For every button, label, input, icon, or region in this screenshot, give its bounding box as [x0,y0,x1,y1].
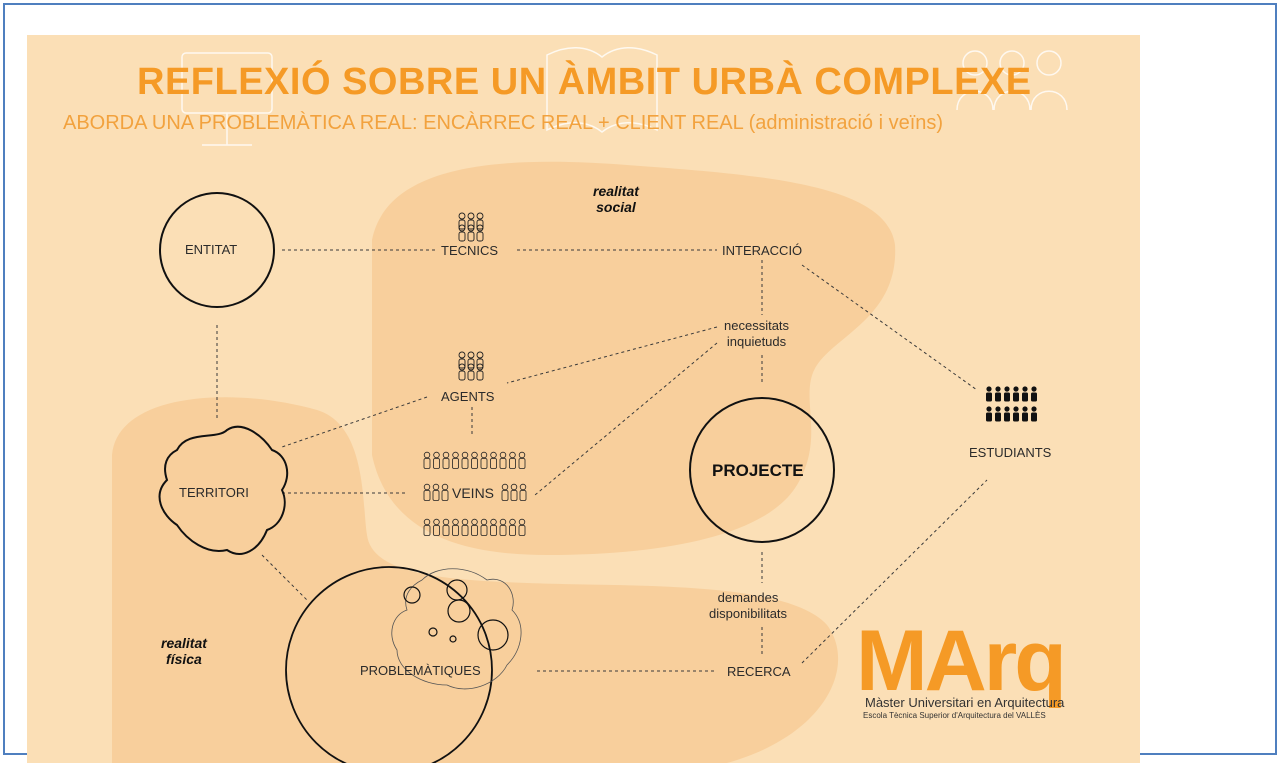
realitat-fisica-line1: realitat [161,635,207,651]
poster-title: REFLEXIÓ SOBRE UN ÀMBIT URBÀ COMPLEXE [137,61,1032,103]
realitat-social-line1: realitat [593,183,639,199]
demandes-line2: disponibilitats [709,606,788,621]
projecte-label: PROJECTE [712,461,804,480]
marq-logo: MArq [856,613,1067,709]
estudiants-people-icon [986,386,1037,422]
problematiques-circle [285,566,493,763]
veins-label: VEINS [452,485,495,501]
realitat-social-line2: social [596,199,636,215]
realitat-social-zone [372,161,896,555]
watermark-icons [181,47,1068,146]
tecnics-people-icon [458,212,484,242]
realitat-fisica-line2: física [166,651,202,667]
agents-people-icon [458,351,484,381]
recerca-label: RECERCA [727,664,791,679]
projecte-circle [689,397,835,543]
estudiants-label: ESTUDIANTS [969,445,1052,460]
entitat-circle [159,192,275,308]
logo-line2: Escola Tècnica Superior d'Arquitectura d… [863,711,1046,720]
necessitats-line2: inquietuds [726,334,787,349]
veins-crowd-icon [423,451,527,536]
problem-circles [403,579,509,651]
territori-blob [158,425,289,555]
problematiques-blob [391,568,522,690]
realitat-social-label: realitat social [593,183,639,215]
problematiques-label: PROBLEMÀTIQUES [360,663,481,678]
poster-frame: REFLEXIÓ SOBRE UN ÀMBIT URBÀ COMPLEXE AB… [3,3,1277,763]
entitat-label: ENTITAT [185,242,238,257]
agents-label: AGENTS [441,389,495,404]
demandes-line1: demandes [717,590,779,605]
necessitats-label: necessitats inquietuds [724,318,789,350]
poster: REFLEXIÓ SOBRE UN ÀMBIT URBÀ COMPLEXE AB… [27,35,1140,763]
demandes-label: demandes disponibilitats [709,590,787,622]
realitat-fisica-label: realitat física [161,635,207,667]
logo-line1: Màster Universitari en Arquitectura [865,695,1065,710]
diagram-canvas [112,47,1068,763]
necessitats-line1: necessitats [724,318,790,333]
poster-subtitle: ABORDA UNA PROBLEMÀTICA REAL: ENCÀRREC R… [63,112,944,134]
interaccio-label: INTERACCIÓ [722,243,803,258]
realitat-fisica-zone [112,397,839,763]
territori-label: TERRITORI [179,485,249,500]
connector-lines [216,249,988,672]
tecnics-label: TECNICS [441,243,499,258]
